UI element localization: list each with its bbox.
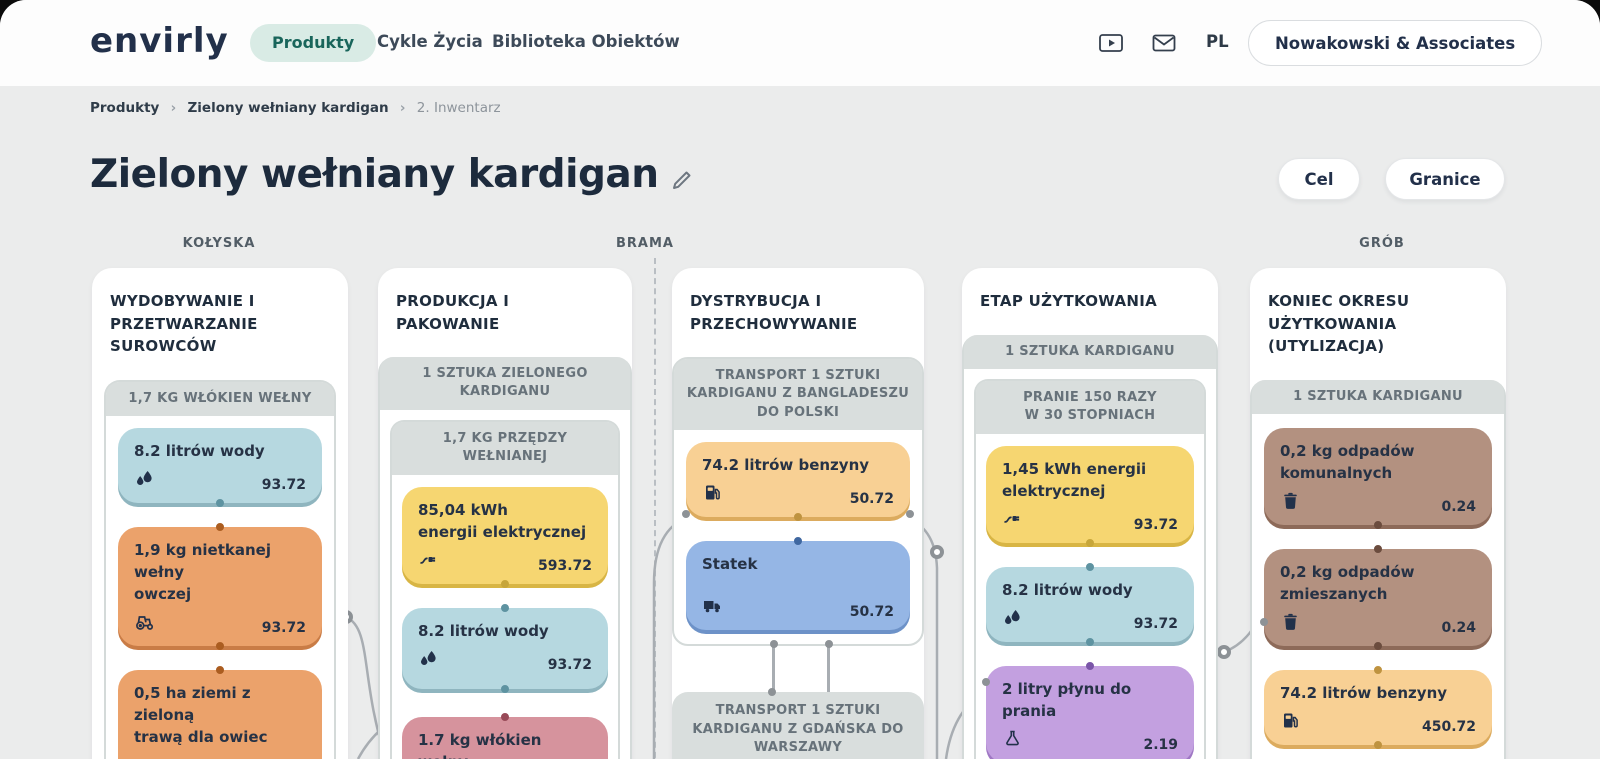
flow-port xyxy=(1260,617,1268,626)
power-plug-icon xyxy=(1002,508,1023,533)
language-selector[interactable]: PL xyxy=(1206,32,1229,51)
column-title: PRODUKCJA I PAKOWANIE xyxy=(396,292,510,333)
item-connector xyxy=(1264,740,1492,759)
group-header: 1 SZTUKA KARDIGANU xyxy=(1252,379,1504,414)
stage-column-distribution: DYSTRYBUCJA I PRZECHOWYWANIE TRANSPORT 1… xyxy=(672,268,924,759)
breadcrumb-product[interactable]: Zielony wełniany kardigan xyxy=(187,100,389,116)
envirly-logo[interactable]: envirly xyxy=(90,21,229,61)
group-header: 1 SZTUKA KARDIGANU xyxy=(964,334,1216,369)
breadcrumb: Produkty › Zielony wełniany kardigan › 2… xyxy=(90,100,501,116)
list-item-pasture[interactable]: 0,5 ha ziemi z zieloną trawą dla owiec 1… xyxy=(118,669,322,759)
process-group: 1,7 KG WŁÓKIEN WEŁNY 8.2 litrów wody 93.… xyxy=(104,379,336,759)
water-drops-icon xyxy=(418,648,439,673)
stage-column-raw-materials: WYDOBYWANIE I PRZETWARZANIE SUROWCÓW 1,7… xyxy=(92,268,348,759)
list-item-electricity[interactable]: 1,45 kWh energii elektrycznej 93.72 xyxy=(986,445,1194,543)
breadcrumb-separator: › xyxy=(399,100,406,116)
trash-icon xyxy=(1280,611,1301,636)
process-subgroup: 1,7 KG PRZĘDZY WEŁNIANEJ 85,04 kWh energ… xyxy=(390,419,620,759)
list-item-water[interactable]: 8.2 litrów wody 93.72 xyxy=(118,427,322,503)
water-drops-icon xyxy=(134,468,155,493)
lifecycle-board: WYDOBYWANIE I PRZETWARZANIE SUROWCÓW 1,7… xyxy=(0,258,1600,759)
nav-cykle-zycia[interactable]: Cykle Życia xyxy=(377,32,483,51)
item-connector xyxy=(986,637,1194,670)
stage-label-gate: BRAMA xyxy=(616,236,674,251)
list-item-ship[interactable]: Statek 50.72 xyxy=(686,541,910,631)
item-connector xyxy=(986,538,1194,571)
tractor-icon xyxy=(134,611,155,636)
flow-port xyxy=(768,688,776,696)
item-connector xyxy=(1264,641,1492,674)
tractor-icon xyxy=(134,754,155,759)
column-title: KONIEC OKRESU UŻYTKOWANIA (UTYLIZACJA) xyxy=(1268,292,1410,355)
list-item-municipal-waste[interactable]: 0,2 kg odpadów komunalnych 0.24 xyxy=(1264,427,1492,525)
process-group: 1 SZTUKA ZIELONEGO KARDIGANU 1,7 KG PRZĘ… xyxy=(378,357,632,759)
group-header: TRANSPORT 1 SZTUKI KARDIGANU Z BANGLADES… xyxy=(674,359,922,431)
group-header: 1,7 KG WŁÓKIEN WEŁNY xyxy=(106,381,334,416)
breadcrumb-separator: › xyxy=(170,100,177,116)
item-connector xyxy=(402,579,608,612)
flow-port xyxy=(770,640,778,649)
list-item-raw-wool[interactable]: 1,9 kg nietkanej wełny owczej 93.72 xyxy=(118,526,322,646)
stage-column-use: ETAP UŻYTKOWANIA 1 SZTUKA KARDIGANU PRAN… xyxy=(962,268,1218,759)
item-connector xyxy=(118,641,322,674)
mail-icon[interactable] xyxy=(1151,30,1177,56)
flow-port xyxy=(825,640,833,649)
breadcrumb-current: 2. Inwentarz xyxy=(416,100,501,116)
account-button[interactable]: Nowakowski & Associates xyxy=(1248,20,1543,66)
nav-biblioteka-obiektow[interactable]: Biblioteka Obiektów xyxy=(492,32,680,51)
list-item-petrol[interactable]: 74.2 litrów benzyny 450.72 xyxy=(1264,669,1492,745)
group-header: 1 SZTUKA ZIELONEGO KARDIGANU xyxy=(380,357,630,410)
breadcrumb-produkty[interactable]: Produkty xyxy=(90,100,160,116)
transport-group-2-header: TRANSPORT 1 SZTUKI KARDIGANU Z GDAŃSKA D… xyxy=(672,692,924,759)
process-subgroup: PRANIE 150 RAZY W 30 STOPNIACH 1,45 kWh … xyxy=(974,378,1206,759)
item-connector xyxy=(402,684,608,721)
list-item-water[interactable]: 8.2 litrów wody 93.72 xyxy=(986,566,1194,642)
item-connector xyxy=(118,498,322,531)
goal-button[interactable]: Cel xyxy=(1278,158,1360,200)
item-label: 8.2 litrów wody xyxy=(134,441,265,460)
stage-column-end-of-life: KONIEC OKRESU UŻYTKOWANIA (UTYLIZACJA) 1… xyxy=(1250,268,1506,759)
list-item-petrol[interactable]: 74.2 litrów benzyny 50.72 xyxy=(682,442,914,519)
process-group: 1 SZTUKA KARDIGANU PRANIE 150 RAZY W 30 … xyxy=(962,334,1218,759)
column-title: ETAP UŻYTKOWANIA xyxy=(980,292,1158,310)
item-connector xyxy=(686,513,910,546)
transport-group-1: TRANSPORT 1 SZTUKI KARDIGANU Z BANGLADES… xyxy=(672,357,924,649)
list-item-electricity[interactable]: 85,04 kWh energii elektrycznej 593.72 xyxy=(402,486,608,584)
subgroup-header: PRANIE 150 RAZY W 30 STOPNIACH xyxy=(976,380,1204,434)
stage-label-grave: GRÓB xyxy=(1359,236,1405,251)
power-plug-icon xyxy=(418,549,439,574)
column-title: DYSTRYBUCJA I PRZECHOWYWANIE xyxy=(690,292,858,333)
flow-port xyxy=(682,510,690,519)
fuel-pump-icon xyxy=(702,482,723,507)
water-drops-icon xyxy=(1002,607,1023,632)
trash-icon xyxy=(1280,490,1301,515)
column-title: WYDOBYWANIE I PRZETWARZANIE SUROWCÓW xyxy=(110,292,258,355)
nav-produkty[interactable]: Produkty xyxy=(250,24,377,62)
group-link xyxy=(672,644,924,695)
item-connector xyxy=(1264,520,1492,553)
stage-label-cradle: KOŁYSKA xyxy=(182,236,256,251)
gate-divider xyxy=(654,258,656,759)
list-item-water[interactable]: 8.2 litrów wody 93.72 xyxy=(402,607,608,689)
stage-column-production: PRODUKCJA I PAKOWANIE 1 SZTUKA ZIELONEGO… xyxy=(378,268,632,759)
list-item-detergent[interactable]: 2 litry płynu do prania 2.19 xyxy=(982,665,1194,759)
flask-icon xyxy=(1002,728,1023,753)
flow-port xyxy=(906,510,914,519)
list-item-mixed-waste[interactable]: 0,2 kg odpadów zmieszanych 0.24 xyxy=(1260,548,1492,646)
top-navigation-bar: envirly Produkty Cykle Życia Biblioteka … xyxy=(0,0,1600,86)
edit-title-icon[interactable] xyxy=(670,168,694,192)
fuel-pump-icon xyxy=(1280,710,1301,735)
subgroup-header: 1,7 KG PRZĘDZY WEŁNIANEJ xyxy=(392,421,618,475)
truck-icon xyxy=(702,595,723,620)
video-tutorial-icon[interactable] xyxy=(1098,30,1124,56)
list-item-wool-fibre[interactable]: 1.7 kg włókien wełny xyxy=(402,716,608,759)
page-title: Zielony wełniany kardigan xyxy=(90,152,659,197)
boundaries-button[interactable]: Granice xyxy=(1385,158,1505,200)
item-value: 93.72 xyxy=(261,476,306,493)
process-group: 1 SZTUKA KARDIGANU 0,2 kg odpadów komuna… xyxy=(1250,379,1506,759)
flow-port xyxy=(982,677,990,686)
